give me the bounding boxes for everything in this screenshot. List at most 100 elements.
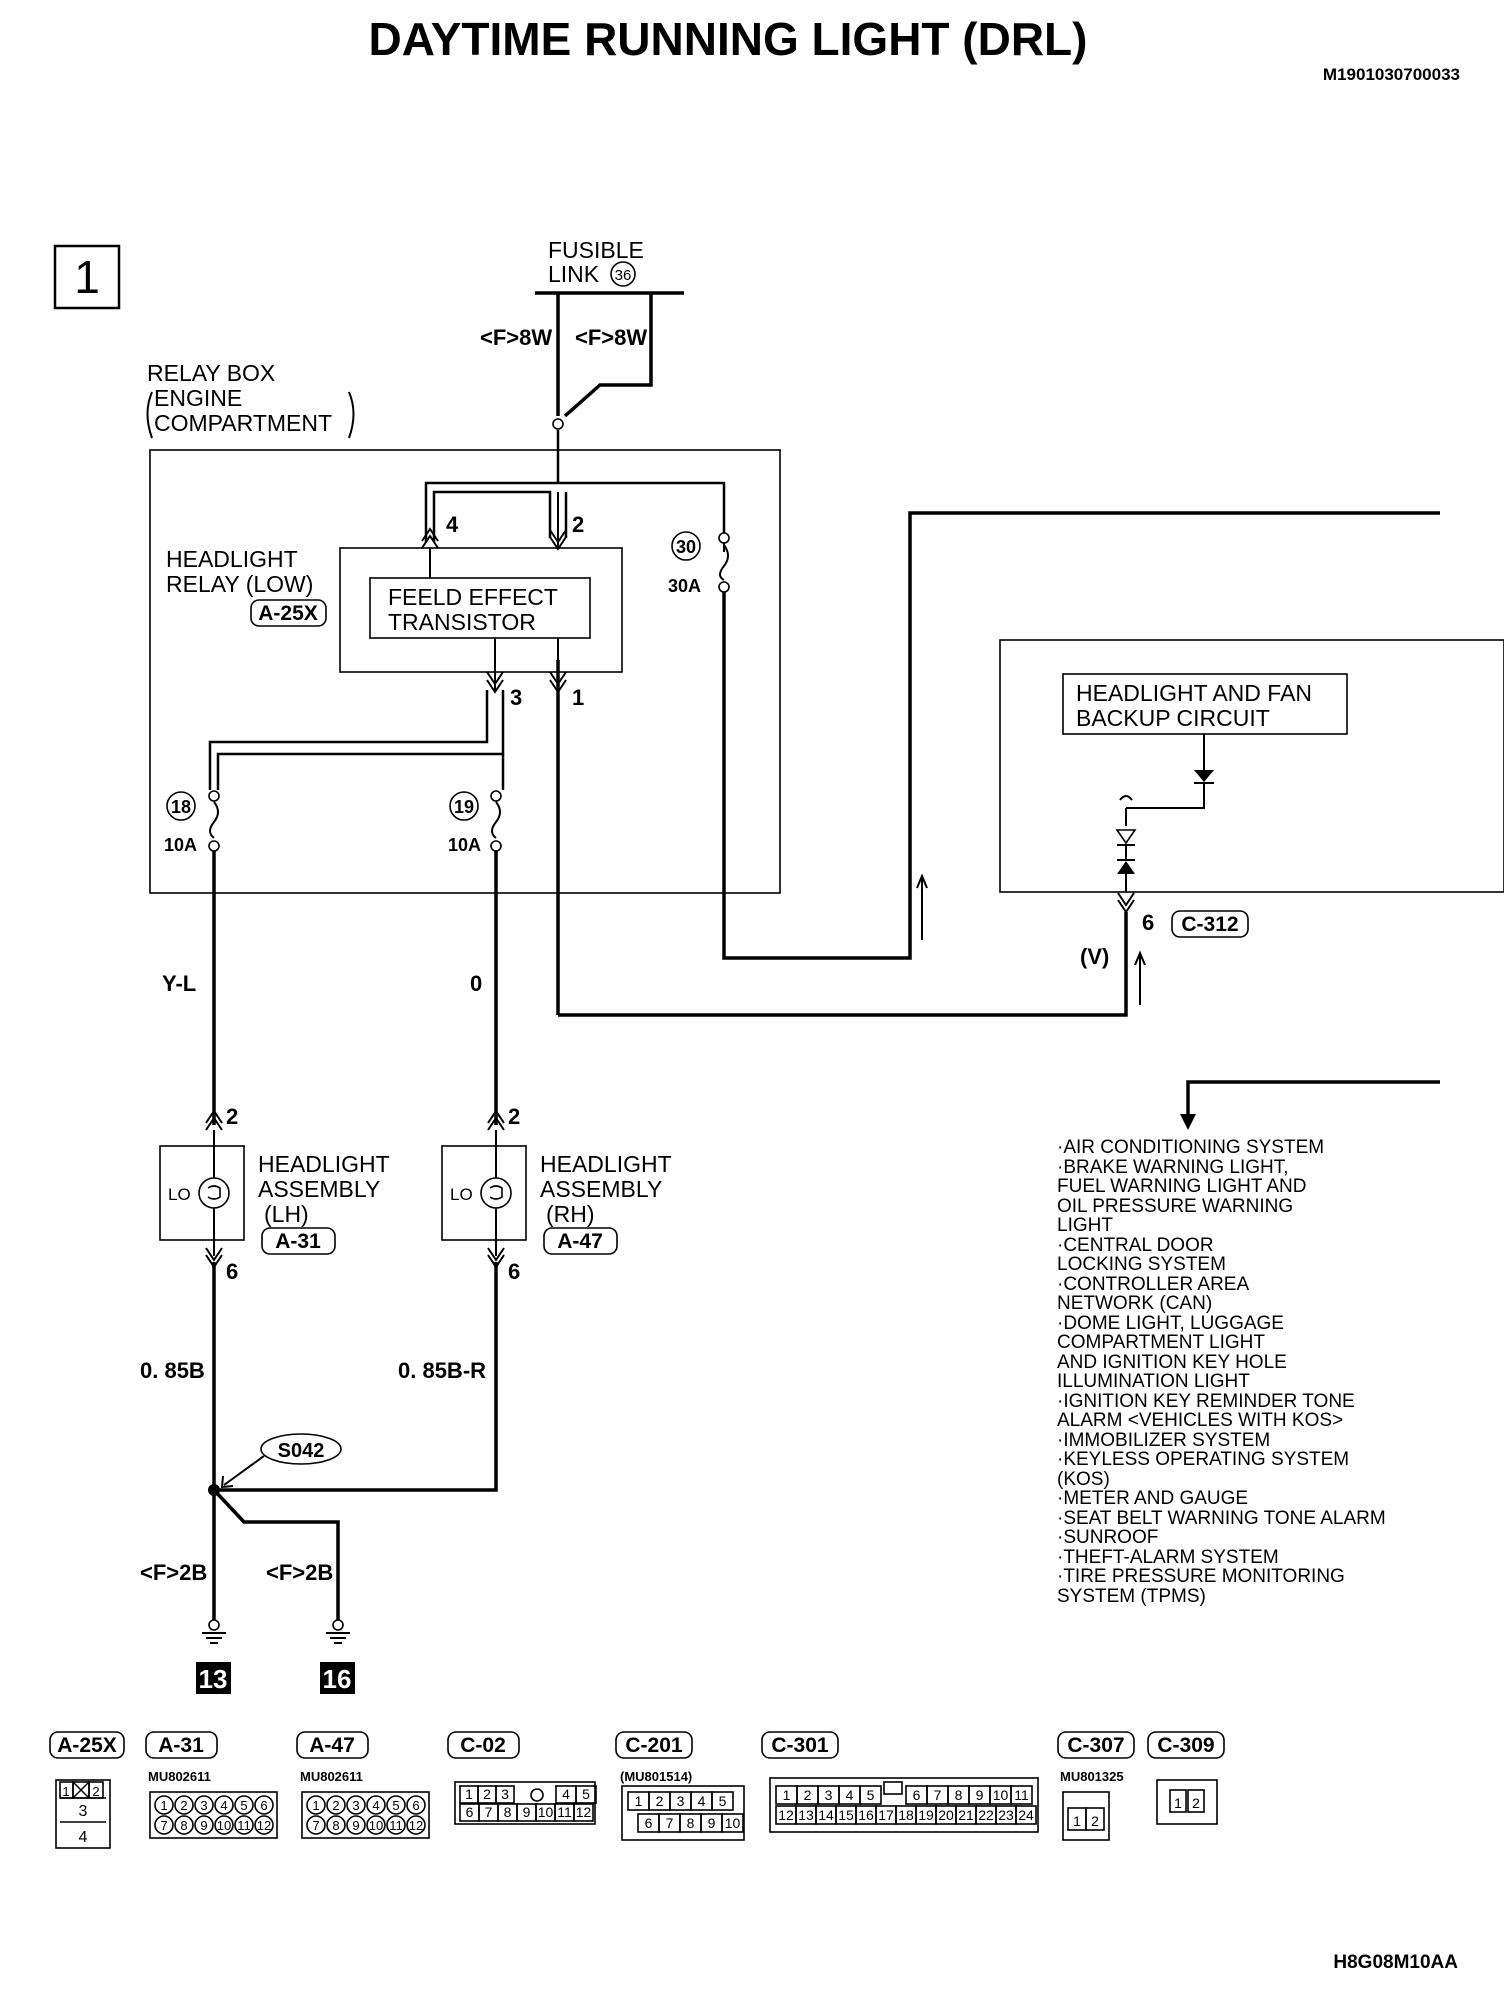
a47-pin-label: 3 (352, 1798, 359, 1813)
systems-list-item: ·CONTROLLER AREA (1057, 1274, 1249, 1295)
fuse-30-terminal-top (718, 532, 730, 544)
relay-box-bracket-left (146, 391, 153, 439)
transistor-label-1: FEELD EFFECT (388, 584, 558, 610)
feed-wire-right (563, 293, 653, 418)
c02-pin-cell (575, 1785, 597, 1804)
a47-pin-label: 2 (332, 1798, 339, 1813)
c201-pin-cell (711, 1791, 734, 1811)
headlight-relay-connector: A-25X (258, 602, 318, 625)
fuse-19-number: 19 (454, 797, 474, 817)
wire-label-f8w-right: <F>8W (575, 325, 647, 350)
connector-legend-label: C-307 (1067, 1734, 1124, 1757)
rh-headlight-side: (RH) (546, 1201, 595, 1227)
c312-connector-label: C-312 (1181, 913, 1238, 936)
lh-lamp-filament-icon (207, 1185, 221, 1200)
chain-diode-filled-icon (1117, 861, 1135, 874)
connector-legend-label: C-309 (1157, 1734, 1214, 1757)
fuse-30-number: 30 (676, 537, 696, 557)
wire-color-rh-bottom: 0. 85B-R (398, 1358, 486, 1383)
c301-pin-label: 10 (993, 1787, 1009, 1803)
connector-legend-label-box (145, 1731, 218, 1759)
pin4-arrow-inner (421, 527, 439, 542)
rh-pin-bottom: 6 (508, 1259, 520, 1284)
a47-pin-label: 12 (409, 1818, 423, 1833)
rh-headlight-box (441, 1145, 527, 1241)
systems-list-item: AND IGNITION KEY HOLE (1057, 1352, 1287, 1373)
systems-list-item: ·THEFT-ALARM SYSTEM (1057, 1547, 1279, 1568)
c301-latch-icon (883, 1781, 903, 1795)
systems-list-item: ILLUMINATION LIGHT (1057, 1371, 1250, 1392)
c307-connector-face (1062, 1791, 1110, 1841)
a47-pin-circle (326, 1795, 346, 1815)
a47-pin-label: 9 (352, 1818, 359, 1833)
wire-label-f8w-left: <F>8W (480, 325, 552, 350)
fuse-19-terminal-top (490, 790, 502, 802)
c02-pin-label: 3 (501, 1786, 509, 1802)
pin1-arrow-outer (549, 671, 567, 686)
a47-pin-circle (406, 1815, 426, 1835)
backup-circuit-label-1: HEADLIGHT AND FAN (1076, 680, 1312, 706)
c201-pin-label: 3 (677, 1793, 685, 1809)
rh-pin-top: 2 (508, 1104, 520, 1129)
connector-part-number: MU802611 (300, 1769, 363, 1784)
relay-pin-4: 4 (446, 512, 459, 537)
c02-pin-cell (573, 1803, 594, 1822)
lh-headlight-box (159, 1145, 245, 1241)
fuse-18-number-circle (166, 791, 196, 821)
a31-pin-label: 12 (257, 1818, 271, 1833)
c201-pin-cell (721, 1813, 744, 1833)
systems-list-item: ·TIRE PRESSURE MONITORING (1057, 1566, 1345, 1587)
systems-list-item: ·IGNITION KEY REMINDER TONE (1057, 1391, 1355, 1412)
relay-box (149, 449, 781, 894)
a47-pin-circle (406, 1795, 426, 1815)
c02-pin-label: 5 (582, 1786, 590, 1802)
a31-pin-label: 2 (180, 1798, 187, 1813)
rh-headlight-label-1: HEADLIGHT (540, 1151, 672, 1177)
c301-pin-label: 15 (838, 1807, 854, 1823)
c301-pin-label: 4 (846, 1787, 854, 1803)
c201-pin-label: 2 (656, 1793, 664, 1809)
connector-legend-label: A-25X (57, 1734, 117, 1757)
fuse-18-terminal-top (208, 790, 220, 802)
a25x-connector-face (55, 1779, 111, 1849)
c301-pin-label: 23 (998, 1807, 1014, 1823)
wire-color-rh-top: 0 (470, 971, 482, 996)
systems-list-item: ALARM <VEHICLES WITH KOS> (1057, 1410, 1343, 1431)
systems-list-item: ·KEYLESS OPERATING SYSTEM (1057, 1449, 1349, 1470)
relay-pin-1: 1 (572, 685, 584, 710)
c309-pin-cell (1169, 1789, 1187, 1813)
systems-list: ·AIR CONDITIONING SYSTEM ·BRAKE WARNING … (1057, 1137, 1386, 1607)
wire-color-lh-top: Y-L (162, 971, 196, 996)
c02-pin-label: 12 (576, 1804, 592, 1820)
c301-pin-label: 22 (978, 1807, 994, 1823)
c02-pin-label: 6 (466, 1804, 474, 1820)
lh-lamp-label: LO (168, 1185, 191, 1204)
connector-legend-label: C-201 (625, 1734, 683, 1757)
section-number-box (53, 244, 121, 310)
systems-list-item: ·CENTRAL DOOR (1057, 1235, 1214, 1256)
ground-16-number: 16 (323, 1664, 352, 1694)
pin3-branch-inner (216, 690, 505, 790)
a31-pin-circle (214, 1815, 234, 1835)
c301-pin-label: 3 (825, 1787, 833, 1803)
a31-pin-label: 9 (200, 1818, 207, 1833)
ground-13-badge (196, 1662, 231, 1694)
connector-part-number: MU801325 (1060, 1769, 1124, 1784)
headlight-relay-box (339, 547, 623, 673)
a47-pin-circle (346, 1795, 366, 1815)
a47-pin-circle (306, 1795, 326, 1815)
a31-connector-face (149, 1791, 278, 1839)
rh-headlight-connector: A-47 (557, 1230, 603, 1253)
c301-pin-label: 13 (798, 1807, 814, 1823)
a47-pin-circle (326, 1815, 346, 1835)
c301-pin-cell (859, 1785, 882, 1805)
c301-pin-label: 19 (918, 1807, 934, 1823)
a25x-pin-4: 4 (79, 1829, 88, 1846)
systems-list-item: NETWORK (CAN) (1057, 1293, 1212, 1314)
rh-pin2-arrow-inner (487, 1116, 505, 1131)
chain-diode-open-icon (1115, 829, 1137, 845)
systems-list-item: OIL PRESSURE WARNING (1057, 1196, 1293, 1217)
fuse-19-terminal-bottom (490, 840, 502, 852)
connector-legend-label-box (296, 1731, 369, 1759)
lh-lamp-icon (198, 1177, 230, 1209)
